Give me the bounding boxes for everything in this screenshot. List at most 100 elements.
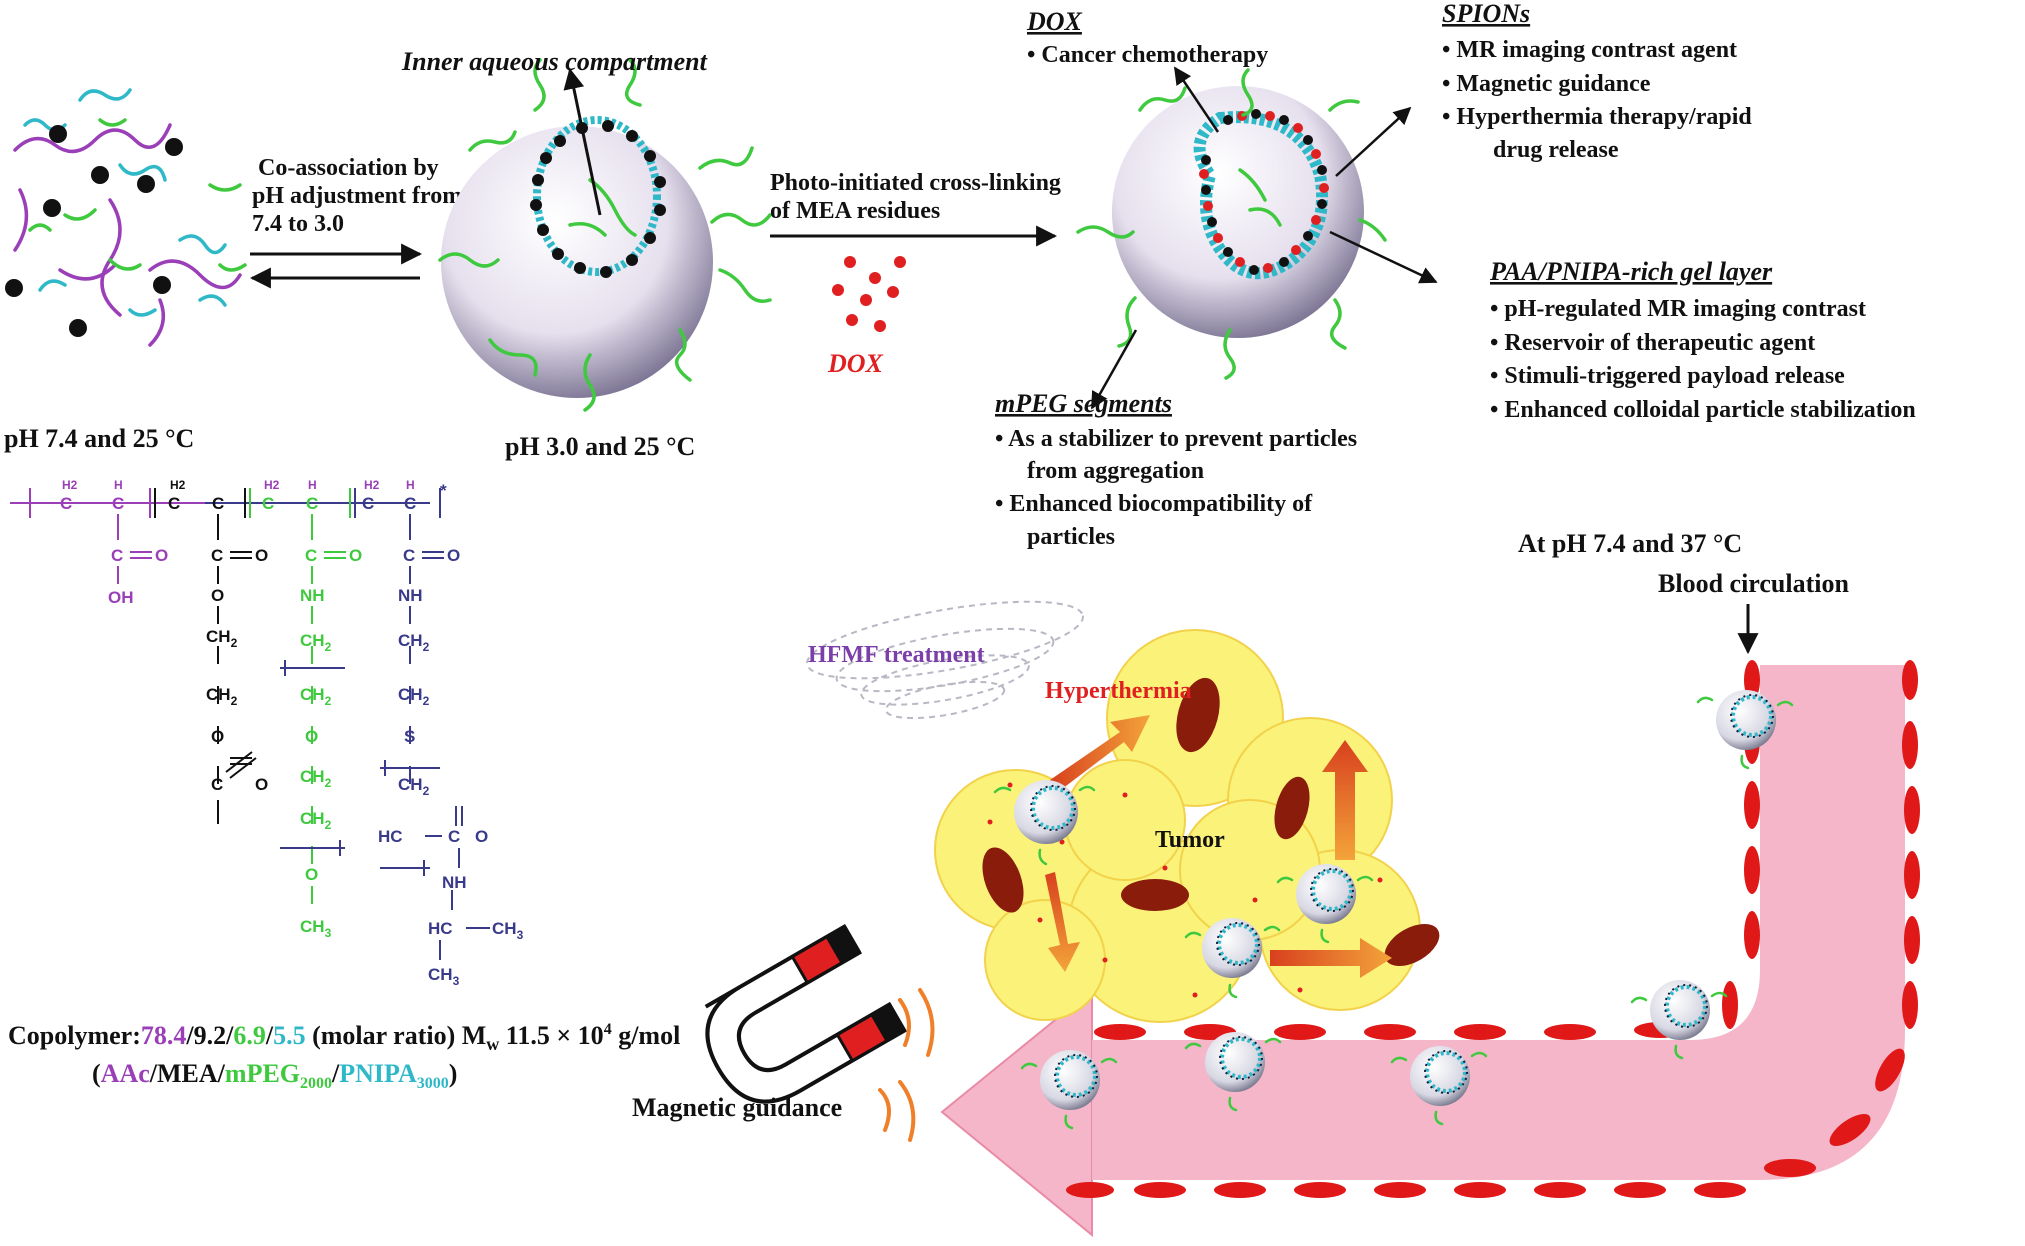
svg-text:O: O [447, 546, 460, 565]
hfmf-label: HFMF treatment [808, 642, 985, 668]
svg-text:C: C [262, 494, 274, 513]
svg-text:O: O [255, 775, 268, 794]
dox-item-1: • Cancer chemotherapy [1027, 42, 1268, 68]
svg-text:C: C [111, 546, 123, 565]
gel-item-4: • Enhanced colloidal particle stabilizat… [1490, 397, 1916, 423]
svg-text:CH2: CH2 [398, 631, 430, 654]
blood-vessel [940, 660, 1920, 1238]
magnet-icon [704, 923, 908, 1104]
svg-text:*: * [440, 481, 447, 500]
spion-item-2: • Magnetic guidance [1442, 71, 1651, 97]
svg-text:CH2: CH2 [300, 685, 332, 708]
gel-item-1: • pH-regulated MR imaging contrast [1490, 296, 1866, 322]
mpeg-item-3: • Enhanced biocompatibility of [995, 491, 1313, 517]
svg-text:C: C [211, 546, 223, 565]
vesicle-ph3 [438, 58, 772, 412]
photo-line2: of MEA residues [770, 198, 940, 224]
svg-text:O: O [475, 827, 488, 846]
dox-title: DOX [1026, 7, 1083, 36]
spion-item-1: • MR imaging contrast agent [1442, 37, 1737, 63]
coassoc-line2: pH adjustment from [252, 183, 462, 209]
svg-text:CH2: CH2 [206, 627, 238, 650]
mpeg-item-2: from aggregation [1027, 458, 1204, 484]
gel-item-3: • Stimuli-triggered payload release [1490, 363, 1845, 389]
hyperthermia-arrow-3 [1045, 872, 1080, 972]
svg-text:O: O [349, 546, 362, 565]
svg-text:NH: NH [442, 873, 467, 892]
spion-item-3: • Hyperthermia therapy/rapid [1442, 104, 1752, 130]
svg-text:H2: H2 [62, 478, 78, 492]
svg-text:C: C [168, 494, 180, 513]
hyperthermia-label: Hyperthermia [1045, 678, 1192, 704]
condition-mid-label: pH 3.0 and 25 °C [505, 432, 695, 461]
hfmf-field-rings [806, 600, 1084, 720]
svg-text:O: O [305, 865, 318, 884]
svg-text:CH2: CH2 [206, 685, 238, 708]
magnetic-field-waves [878, 988, 935, 1142]
condition-left-label: pH 7.4 and 25 °C [4, 424, 194, 453]
copolymer-ratio-line: Copolymer:78.4/9.2/6.9/5.5 (molar ratio)… [8, 1021, 680, 1054]
svg-text:H: H [406, 478, 415, 492]
svg-text:H: H [308, 478, 317, 492]
gel-item-2: • Reservoir of therapeutic agent [1490, 330, 1815, 356]
blood-circulation-label: Blood circulation [1658, 569, 1849, 598]
svg-text:CH2: CH2 [398, 685, 430, 708]
svg-text:CH3: CH3 [428, 965, 460, 988]
coassoc-line3: 7.4 to 3.0 [252, 211, 344, 237]
mpeg-item-4: particles [1027, 524, 1115, 550]
gel-title: PAA/PNIPA-rich gel layer [1489, 257, 1773, 286]
svg-text:C: C [211, 775, 223, 794]
coassoc-line1: Co-association by [258, 155, 439, 181]
svg-text:C: C [212, 494, 224, 513]
equilibrium-arrows [249, 243, 423, 289]
svg-text:C: C [305, 546, 317, 565]
svg-text:S: S [404, 727, 415, 746]
svg-text:CH2: CH2 [300, 767, 332, 790]
spion-item-4: drug release [1493, 137, 1619, 163]
svg-text:NH: NH [398, 586, 423, 605]
magnetic-guidance-label: Magnetic guidance [632, 1093, 842, 1122]
svg-text:O: O [211, 727, 224, 746]
svg-text:O: O [155, 546, 168, 565]
tumor-label: Tumor [1155, 827, 1225, 853]
mpeg-title: mPEG segments [995, 389, 1172, 418]
svg-text:C: C [403, 546, 415, 565]
svg-text:C: C [362, 494, 374, 513]
svg-text:CH2: CH2 [300, 631, 332, 654]
svg-text:C: C [112, 494, 124, 513]
svg-text:O: O [255, 546, 268, 565]
spion-particles-free [5, 125, 183, 337]
svg-text:H: H [114, 478, 123, 492]
spion-title: SPIONs [1442, 0, 1530, 28]
svg-text:H2: H2 [170, 478, 186, 492]
svg-text:CH2: CH2 [398, 775, 430, 798]
free-polymer-chains [13, 88, 247, 347]
mpeg-item-1: • As a stabilizer to prevent particles [995, 426, 1357, 452]
svg-text:H2: H2 [264, 478, 280, 492]
svg-text:C: C [448, 827, 460, 846]
svg-text:C: C [404, 494, 416, 513]
svg-text:C: C [306, 494, 318, 513]
nanoparticles-small [993, 690, 1794, 1130]
bottom-condition-label: At pH 7.4 and 37 °C [1518, 529, 1742, 558]
svg-text:CH3: CH3 [492, 919, 524, 942]
svg-text:C: C [60, 494, 72, 513]
svg-text:CH3: CH3 [300, 917, 332, 940]
dox-label: DOX [827, 349, 884, 378]
svg-text:OH: OH [108, 588, 134, 607]
svg-text:HC: HC [378, 827, 403, 846]
svg-text:NH: NH [300, 586, 325, 605]
svg-text:H2: H2 [364, 478, 380, 492]
copolymer-names-line: (AAc/MEA/mPEG2000/PNIPA3000) [92, 1059, 457, 1092]
svg-text:O: O [211, 586, 224, 605]
dox-dots [832, 256, 906, 332]
svg-text:HC: HC [428, 919, 453, 938]
svg-text:CH2: CH2 [300, 809, 332, 832]
svg-text:O: O [305, 727, 318, 746]
vesicle-crosslinked [1076, 66, 1438, 410]
hyperthermia-arrow-2 [1322, 740, 1368, 860]
photo-line1: Photo-initiated cross-linking [770, 170, 1061, 196]
hyperthermia-arrow-1 [1050, 715, 1150, 792]
